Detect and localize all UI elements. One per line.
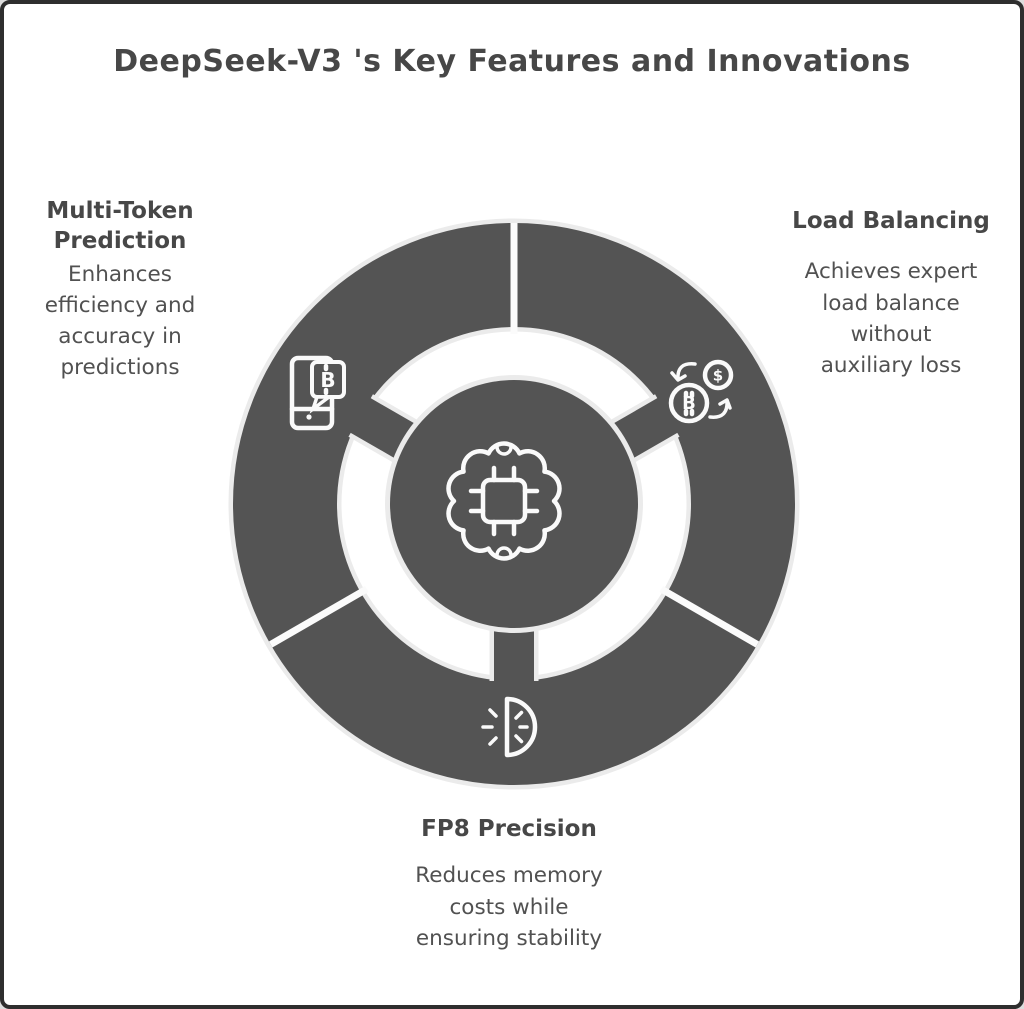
feature-description: Reduces memory costs while ensuring stab… bbox=[415, 863, 603, 951]
donut-center-circle bbox=[390, 380, 638, 628]
page-title: DeepSeek-V3 's Key Features and Innovati… bbox=[113, 44, 911, 79]
feature-heading: FP8 Precision bbox=[421, 816, 597, 842]
segment-divider bbox=[659, 585, 760, 648]
segment-divider bbox=[268, 585, 369, 648]
segment-spoke bbox=[489, 622, 539, 686]
feature-heading: Multi-Token Prediction bbox=[46, 198, 194, 255]
half-sun-icon bbox=[481, 696, 538, 758]
feature-load-balancing: Load Balancing Achieves expert load bala… bbox=[778, 206, 1004, 381]
feature-description: Achieves expert load balance without aux… bbox=[804, 259, 978, 378]
feature-heading: Load Balancing bbox=[792, 208, 990, 234]
bitcoin-symbol: B bbox=[320, 368, 335, 392]
feature-donut-diagram: B B $ bbox=[228, 218, 800, 790]
bitcoin-dollar-exchange-icon: B $ bbox=[668, 359, 734, 424]
feature-description: Enhances efficiency and accuracy in pred… bbox=[44, 261, 196, 381]
brain-chip-icon bbox=[446, 441, 562, 561]
bitcoin-symbol: B bbox=[682, 393, 696, 414]
dollar-symbol: $ bbox=[713, 367, 723, 385]
smartphone-bitcoin-message-icon: B bbox=[289, 355, 346, 431]
feature-fp8-precision: FP8 Precision Reduces memory costs while… bbox=[354, 814, 664, 954]
feature-multi-token-prediction: Multi-Token Prediction Enhances efficien… bbox=[14, 196, 226, 383]
